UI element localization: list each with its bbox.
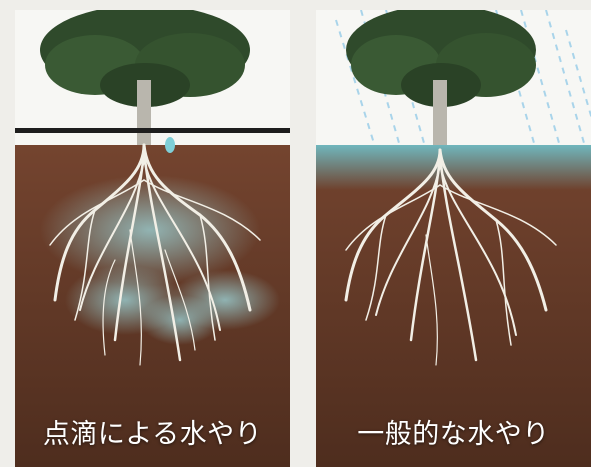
tree-canopy — [40, 10, 250, 107]
wet-zones — [40, 175, 280, 345]
general-watering-caption: 一般的な水やり — [357, 419, 550, 450]
tree-canopy — [346, 10, 536, 107]
drip-irrigation-caption: 点滴による水やり — [42, 419, 263, 450]
root-system — [49, 143, 261, 366]
water-drip — [165, 137, 175, 153]
root-system — [344, 148, 557, 366]
drip-irrigation-illustration — [15, 10, 290, 467]
general-watering-illustration — [316, 10, 591, 467]
tree-trunk — [137, 80, 151, 145]
drip-irrigation-panel: 点滴による水やり — [15, 10, 290, 467]
general-watering-panel: 一般的な水やり — [316, 10, 591, 467]
tree-trunk — [433, 80, 447, 150]
drip-line — [15, 128, 290, 133]
